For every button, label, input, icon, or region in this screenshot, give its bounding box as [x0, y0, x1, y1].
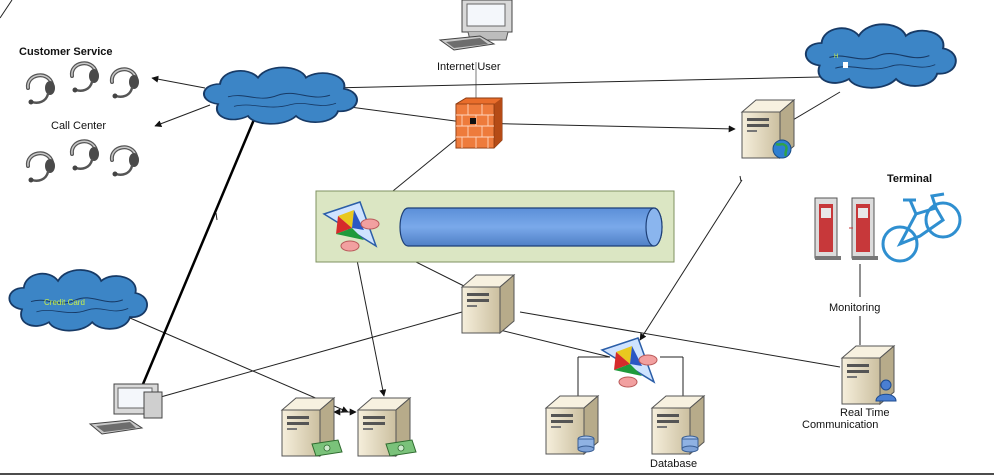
- kiosk-terminal-icon: [851, 197, 878, 260]
- server-icon: [461, 274, 515, 334]
- credit-card-label: Credit Card: [44, 298, 85, 307]
- bicycle-icon: [881, 192, 962, 263]
- router-icon: [601, 337, 658, 388]
- primary-link-line: [136, 109, 260, 397]
- headset-icon: [69, 139, 101, 173]
- headset-icon: [69, 61, 101, 95]
- real-time-label: Real Time: [840, 407, 890, 419]
- desktop-computer-icon: [438, 0, 513, 51]
- globe-icon: [772, 139, 792, 159]
- kiosk-terminal-icon: [814, 197, 841, 260]
- headset-icon: [109, 67, 141, 101]
- cloud-icon: [804, 23, 957, 89]
- headset-icon: [109, 145, 141, 179]
- monitoring-label: Monitoring: [829, 302, 880, 314]
- call-center-label: Call Center: [51, 120, 106, 132]
- communication-label: Communication: [802, 419, 878, 431]
- database-disk-icon: [681, 435, 699, 453]
- cloud-icon: [202, 66, 358, 125]
- internet-user-label: Internet User: [437, 61, 501, 73]
- headset-icon: [25, 73, 57, 107]
- customer-service-label: Customer Service: [19, 46, 113, 58]
- cloud-label-marker-text: H: [834, 54, 838, 60]
- message-bus-cylinder: [399, 207, 663, 247]
- database-disk-icon: [577, 435, 595, 453]
- headset-icon: [25, 151, 57, 185]
- cloud-label-marker: [843, 62, 848, 68]
- database-label: Database: [650, 458, 697, 470]
- firewall-icon: [455, 97, 503, 149]
- terminal-label: Terminal: [887, 173, 932, 185]
- user-icon: [875, 379, 897, 402]
- desktop-computer-icon: [88, 383, 163, 435]
